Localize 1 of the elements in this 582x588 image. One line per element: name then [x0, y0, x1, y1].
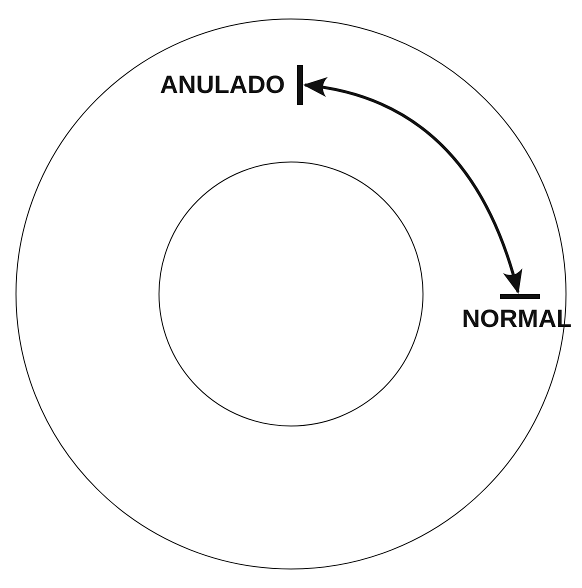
state-label: ANULADO [150, 65, 303, 105]
